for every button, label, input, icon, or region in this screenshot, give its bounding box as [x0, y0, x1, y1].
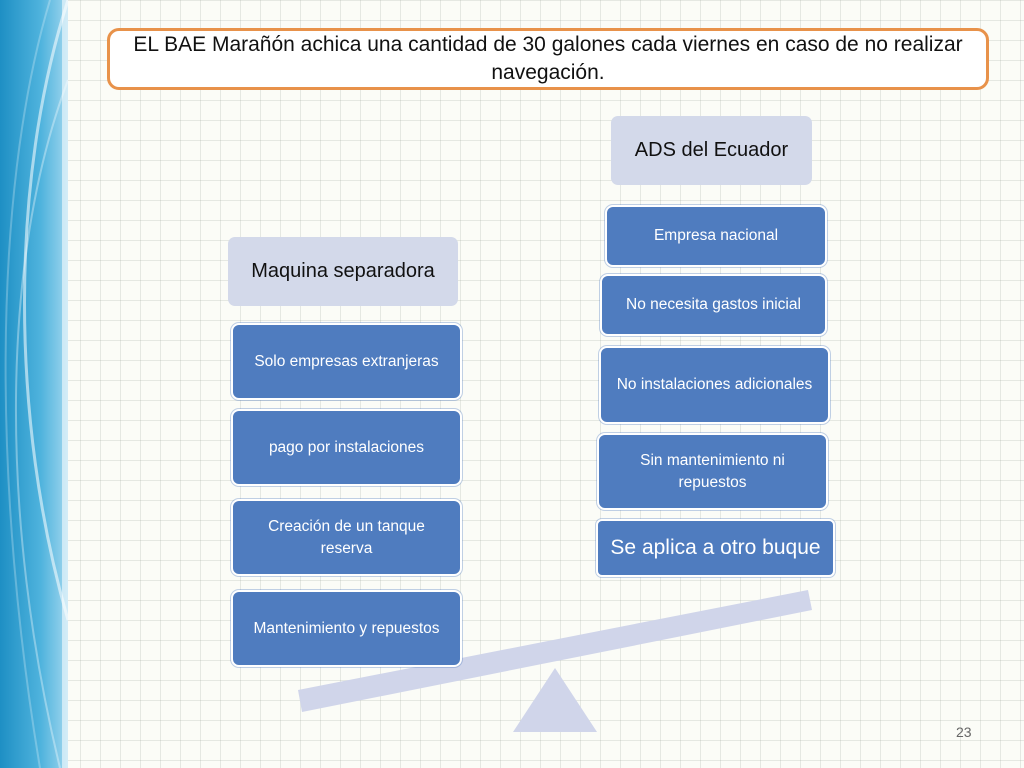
left-item-1: Solo empresas extranjeras: [231, 323, 462, 400]
left-item-3-text: Creación de un tanque reserva: [268, 517, 425, 557]
left-item-2-text: pago por instalaciones: [268, 438, 425, 456]
right-item-3: No instalaciones adicionales: [599, 346, 830, 424]
left-column-header: Maquina separadora: [228, 237, 458, 306]
slide-title: EL BAE Marañón achica una cantidad de 30…: [107, 28, 989, 90]
left-item-4: Mantenimiento y repuestos: [231, 590, 462, 667]
decorative-side-band: [0, 0, 68, 768]
right-item-3-text: No instalaciones adicionales: [616, 376, 813, 393]
scale-fulcrum: [513, 668, 597, 732]
right-item-1: Empresa nacional: [605, 205, 827, 267]
right-column-header-text: ADS del Ecuador: [634, 139, 789, 161]
left-item-2: pago por instalaciones: [231, 409, 462, 486]
left-column-header-text: Maquina separadora: [251, 260, 435, 282]
right-item-4: Sin mantenimiento ni repuestos: [597, 433, 828, 510]
slide-title-text: EL BAE Marañón achica una cantidad de 30…: [133, 33, 963, 84]
right-item-5: Se aplica a otro buque: [596, 519, 835, 577]
left-item-1-text: Solo empresas extranjeras: [254, 352, 439, 370]
left-item-3: Creación de un tanque reserva: [231, 499, 462, 576]
right-item-2: No necesita gastos inicial: [600, 274, 827, 336]
right-column-header: ADS del Ecuador: [611, 116, 812, 185]
right-item-1-text: Empresa nacional: [653, 227, 779, 244]
right-item-2-text: No necesita gastos inicial: [626, 296, 801, 313]
left-item-4-text: Mantenimiento y repuestos: [253, 619, 440, 637]
right-item-4-text: Sin mantenimiento ni repuestos: [640, 451, 785, 491]
page-number: 23: [956, 724, 972, 740]
right-item-5-text: Se aplica a otro buque: [610, 536, 821, 559]
